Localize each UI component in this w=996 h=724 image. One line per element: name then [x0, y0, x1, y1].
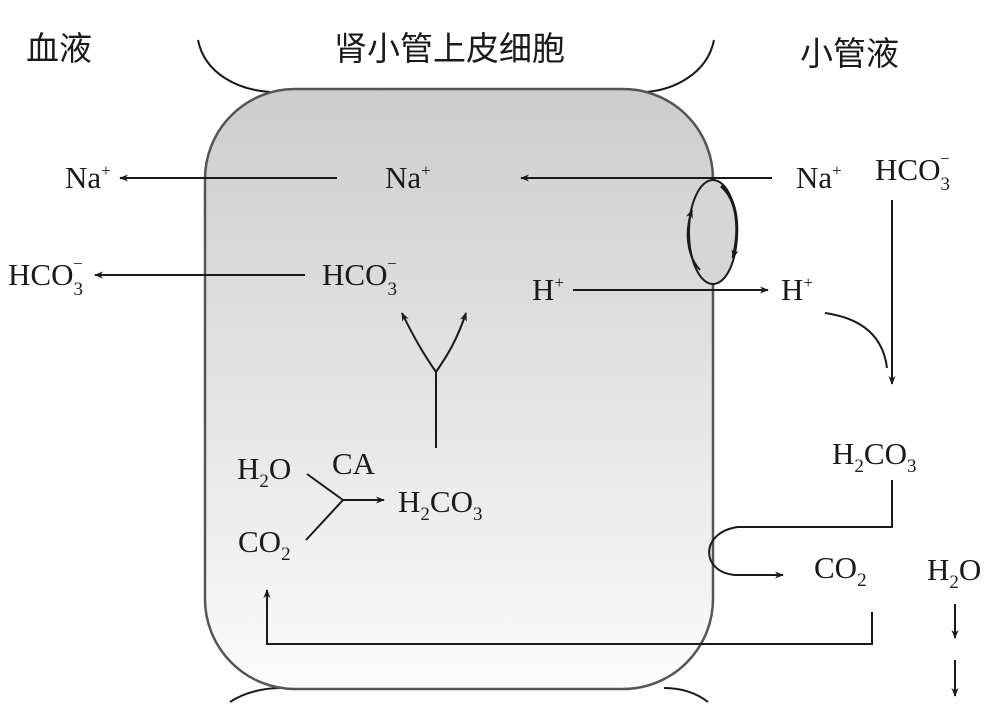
arrow-h2co3-to-co2: [708, 480, 893, 579]
arrow-co2-into-cell: [263, 589, 873, 645]
neighbor-cell-top-curve-right: [645, 39, 715, 93]
label-na-blood: Na+: [65, 160, 111, 195]
label-h2co3-tubule: H2CO3: [832, 436, 916, 477]
exchanger-arrow-right: [719, 184, 739, 259]
neighbor-cell-bottom-curve-right: [663, 687, 709, 703]
arrow-dissociation-right: [435, 312, 467, 373]
reaction-branch-upper: [306, 473, 344, 501]
label-h-tubule: H+: [781, 272, 813, 307]
label-h-cell: H+: [532, 272, 564, 307]
label-hco3-blood: HCO3−: [8, 254, 83, 300]
label-carbonic-anhydrase: CA: [332, 446, 376, 481]
label-co2-cell: CO2: [238, 524, 291, 565]
label-co2-tubule: CO2: [814, 550, 867, 591]
label-h2co3-cell: H2CO3: [398, 484, 482, 525]
neighbor-cell-bottom-curve: [229, 687, 281, 703]
label-na-cell: Na+: [385, 160, 431, 195]
label-tubular-epithelial-cell: 肾小管上皮细胞: [334, 29, 565, 68]
reaction-branch-lower: [305, 499, 344, 541]
label-hco3-cell: HCO3−: [322, 254, 397, 300]
label-na-tubule: Na+: [796, 160, 842, 195]
label-h2o-cell: H2O: [237, 451, 291, 492]
arrow-h-joins-hco3: [824, 312, 888, 369]
label-tubular-fluid: 小管液: [800, 34, 899, 73]
label-hco3-tubule: HCO3−: [875, 149, 950, 195]
label-blood: 血液: [26, 29, 92, 68]
label-h2o-tubule: H2O: [927, 552, 981, 593]
exchanger-arrow-left: [685, 209, 701, 271]
arrow-dissociation-left: [401, 312, 437, 373]
tubular-epithelial-cell: [203, 87, 715, 691]
neighbor-cell-top-curve: [197, 39, 271, 93]
